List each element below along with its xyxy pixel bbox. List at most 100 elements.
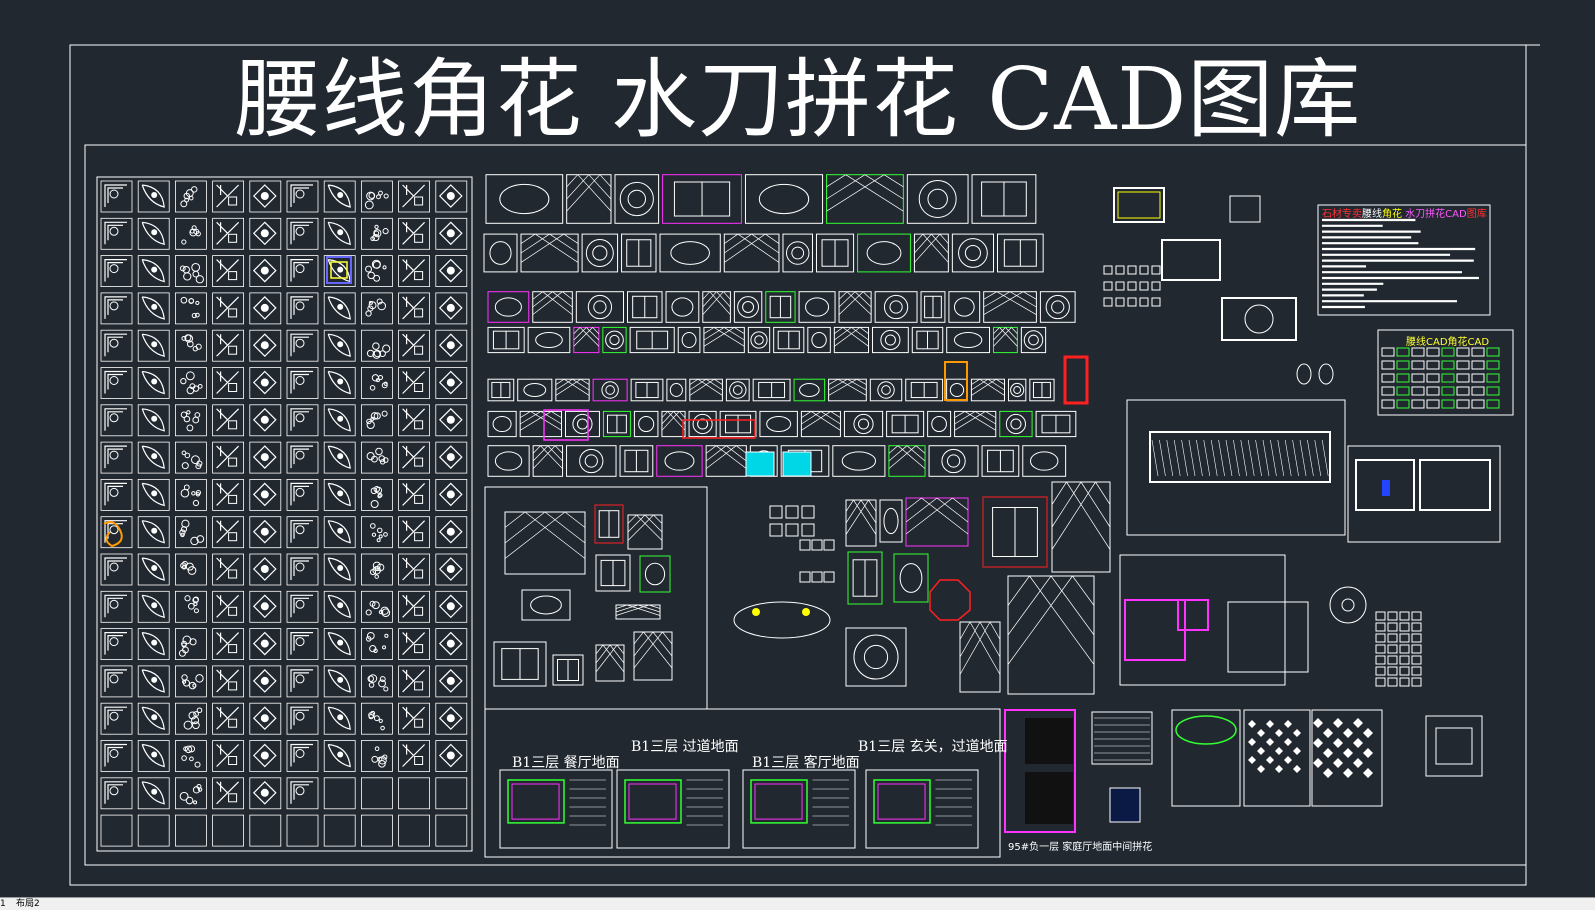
parquet-item — [729, 381, 747, 399]
corner-motif — [438, 370, 463, 395]
tile — [1103, 265, 1113, 275]
parquet-item — [702, 291, 731, 323]
parquet-item — [702, 291, 724, 315]
corner-motif — [376, 563, 385, 572]
corner-motif — [414, 681, 424, 691]
corner-motif — [195, 275, 204, 284]
corner-motif — [414, 383, 424, 392]
parquet-item — [566, 445, 617, 477]
grid-cell — [286, 628, 319, 660]
corner-motif — [228, 532, 238, 542]
corner-motif — [104, 333, 127, 357]
parquet-item — [766, 415, 792, 433]
tile — [1323, 748, 1333, 758]
highlight-cell — [103, 521, 123, 548]
parquet-item — [592, 245, 608, 261]
parquet-item — [845, 174, 904, 212]
grid-cell — [323, 553, 356, 586]
corner-motif — [193, 800, 198, 805]
parquet-item — [532, 445, 541, 454]
parquet-item — [752, 608, 760, 616]
tile — [1353, 738, 1363, 748]
parquet-item — [504, 511, 566, 559]
parquet-item — [958, 238, 988, 268]
corner-motif — [446, 192, 455, 200]
parquet-item — [1029, 378, 1055, 402]
parquet-item — [826, 174, 885, 212]
corner-motif — [446, 565, 455, 573]
grid-cell — [323, 777, 356, 810]
corner-motif — [372, 561, 381, 570]
corner-motif — [327, 557, 351, 581]
floor-plan — [1004, 709, 1076, 833]
parquet-item — [828, 378, 839, 385]
parquet-item — [820, 411, 841, 425]
parquet-item — [964, 244, 981, 262]
corner-motif — [185, 371, 195, 381]
caption-basement: 95#负一层 家庭厅地面中间拼花 — [1008, 842, 1153, 853]
grid-cell — [323, 329, 356, 362]
corner-motif — [327, 743, 351, 768]
grid-cell — [174, 478, 207, 511]
corner-motif — [260, 639, 269, 648]
corner-motif — [196, 784, 202, 790]
parquet-item — [951, 233, 994, 273]
parquet-item — [853, 634, 899, 680]
grid-cell — [435, 292, 468, 325]
corner-motif — [104, 184, 127, 207]
grid-cell — [323, 628, 356, 660]
corner-motif — [183, 484, 190, 491]
legend-row — [1486, 360, 1500, 370]
corner-motif — [191, 491, 196, 496]
corner-motif — [295, 450, 305, 460]
corner-motif — [260, 751, 269, 760]
parquet-item — [857, 418, 870, 430]
tile — [1266, 738, 1274, 746]
grid-cell — [137, 478, 170, 511]
corner-motif — [109, 487, 119, 497]
tile — [1284, 720, 1292, 728]
grid-cell — [249, 516, 282, 549]
floor-plan — [1177, 599, 1209, 631]
corner-motif — [252, 407, 277, 432]
grid-cell — [174, 590, 207, 623]
parquet-item — [595, 644, 618, 673]
grid-cell — [435, 777, 468, 810]
corner-motif — [364, 200, 374, 210]
parquet-item — [830, 411, 841, 418]
floor-plan — [1292, 439, 1299, 477]
corner-motif — [290, 333, 313, 357]
grid-cell — [323, 665, 356, 698]
parquet-item — [959, 621, 981, 658]
corner-motif — [228, 383, 238, 392]
parquet-item — [487, 410, 517, 438]
grid-cell — [435, 329, 468, 362]
parquet-item — [520, 233, 550, 254]
parquet-item — [638, 415, 655, 433]
corner-motif — [196, 535, 205, 543]
corner-motif — [382, 265, 387, 270]
grid-cell — [100, 367, 133, 399]
tile — [1284, 756, 1292, 764]
tile — [1313, 738, 1323, 748]
corner-motif — [370, 236, 375, 242]
parquet-item — [681, 331, 697, 349]
corner-motif — [295, 525, 305, 535]
corner-motif — [327, 184, 351, 208]
corner-motif — [260, 266, 269, 275]
corner-motif — [183, 415, 191, 423]
tab-model[interactable]: 1 — [0, 899, 6, 909]
parquet-item — [989, 621, 1001, 640]
corner-motif — [295, 264, 305, 274]
grid-cell — [212, 590, 245, 623]
parquet-item — [791, 246, 805, 260]
tile — [1411, 655, 1422, 665]
tile — [1399, 666, 1410, 676]
corner-motif — [182, 635, 192, 645]
tab-layout2[interactable]: 布局2 — [16, 899, 40, 909]
parquet-item — [931, 233, 949, 254]
grid-cell — [323, 292, 356, 325]
corner-motif — [402, 744, 426, 767]
corner-motif — [184, 334, 192, 342]
